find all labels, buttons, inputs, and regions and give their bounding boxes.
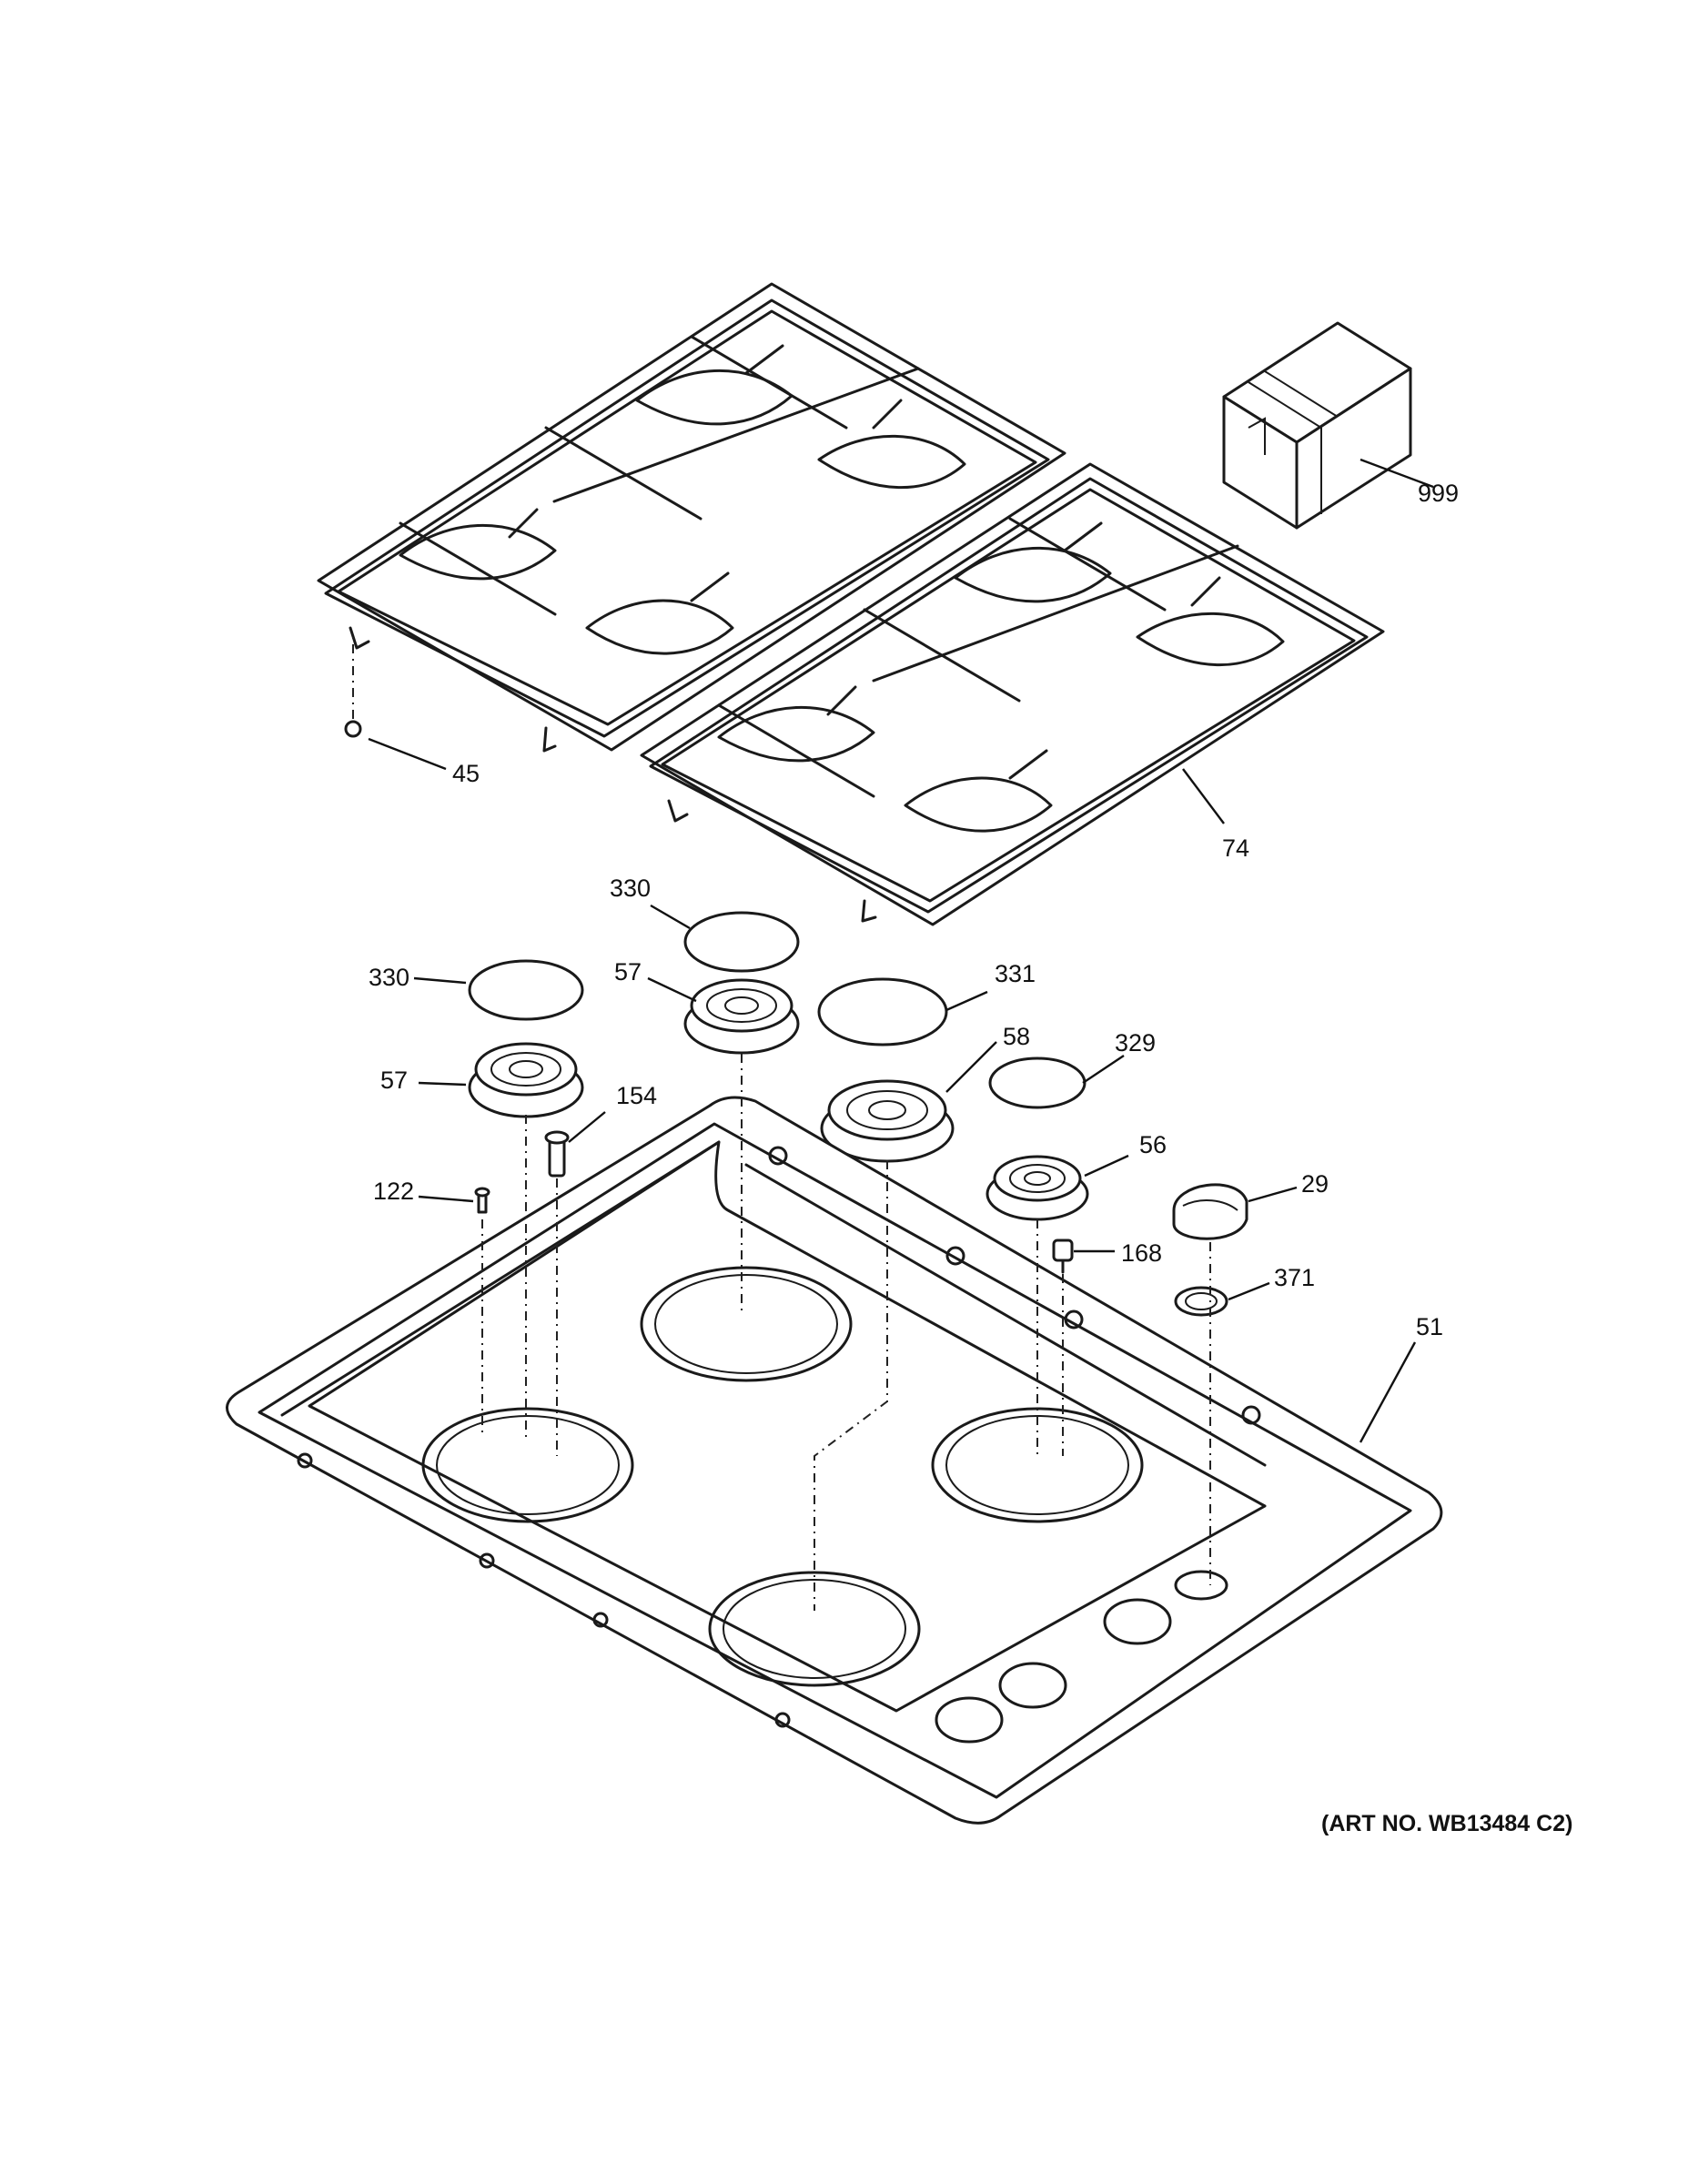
burner-head-56 bbox=[986, 1155, 1089, 1221]
callout-329: 329 bbox=[1115, 1029, 1156, 1057]
callout-168: 168 bbox=[1121, 1239, 1162, 1267]
callout-57-back: 57 bbox=[614, 958, 642, 986]
callout-45: 45 bbox=[452, 760, 480, 787]
burner-cap-329 bbox=[988, 1057, 1087, 1109]
leader-lines bbox=[368, 458, 1434, 1443]
igniter-168 bbox=[1052, 1239, 1074, 1274]
art-number: (ART NO. WB13484 C2) bbox=[1321, 1811, 1572, 1836]
grate-bumper bbox=[344, 637, 362, 738]
burner-cap-330-back bbox=[683, 911, 800, 973]
bezel-371 bbox=[1174, 1286, 1228, 1317]
burner-head-57-left bbox=[468, 1042, 584, 1118]
callout-51: 51 bbox=[1416, 1313, 1443, 1340]
callout-56: 56 bbox=[1139, 1131, 1167, 1158]
cooktop bbox=[226, 1096, 1443, 1825]
burner-head-57-back bbox=[683, 978, 800, 1055]
callout-57-left: 57 bbox=[380, 1067, 408, 1094]
callout-154: 154 bbox=[616, 1082, 657, 1109]
burner-head-58 bbox=[820, 1079, 955, 1163]
burner-cap-330-left bbox=[468, 959, 584, 1021]
burner-cap-331 bbox=[817, 977, 948, 1046]
callout-331: 331 bbox=[995, 960, 1036, 987]
callout-58: 58 bbox=[1003, 1023, 1030, 1050]
control-knobs bbox=[935, 1570, 1228, 1744]
callout-74: 74 bbox=[1222, 834, 1249, 862]
callout-330-left: 330 bbox=[369, 964, 409, 991]
screw-154 bbox=[544, 1130, 570, 1178]
callout-29: 29 bbox=[1301, 1170, 1329, 1198]
left-grate bbox=[317, 282, 1066, 753]
callout-330-back: 330 bbox=[610, 875, 651, 902]
callout-122: 122 bbox=[373, 1178, 414, 1205]
callout-371: 371 bbox=[1274, 1264, 1315, 1291]
burner-well-left bbox=[421, 1407, 634, 1523]
callout-999: 999 bbox=[1418, 480, 1459, 507]
screw-122 bbox=[474, 1187, 490, 1214]
parts-box bbox=[1222, 321, 1412, 530]
knob-29 bbox=[1172, 1183, 1248, 1240]
right-grate bbox=[640, 462, 1385, 926]
burner-well-front bbox=[708, 1571, 921, 1687]
burner-well-back bbox=[640, 1266, 853, 1382]
